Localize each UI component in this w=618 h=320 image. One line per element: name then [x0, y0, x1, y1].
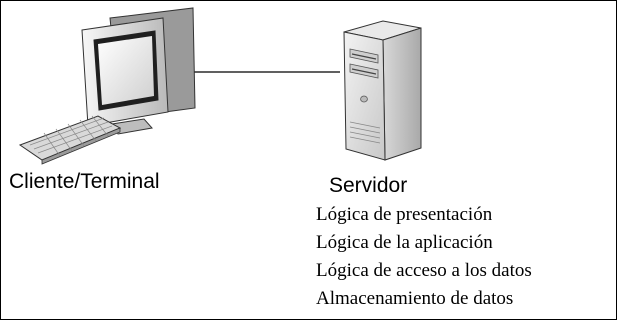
server-layer-item: Lógica de la aplicación: [316, 232, 493, 253]
client-label: Cliente/Terminal: [9, 170, 160, 193]
desktop-computer-icon: [18, 7, 196, 165]
server-layer-item: Lógica de acceso a los datos: [316, 260, 532, 281]
server-layers-list: Lógica de presentación Lógica de la apli…: [316, 201, 532, 313]
tower-server-icon: [343, 20, 422, 161]
server-layer-item: Almacenamiento de datos: [316, 288, 514, 309]
server-layer-item: Lógica de presentación: [316, 204, 493, 225]
server-label: Servidor: [329, 174, 408, 197]
